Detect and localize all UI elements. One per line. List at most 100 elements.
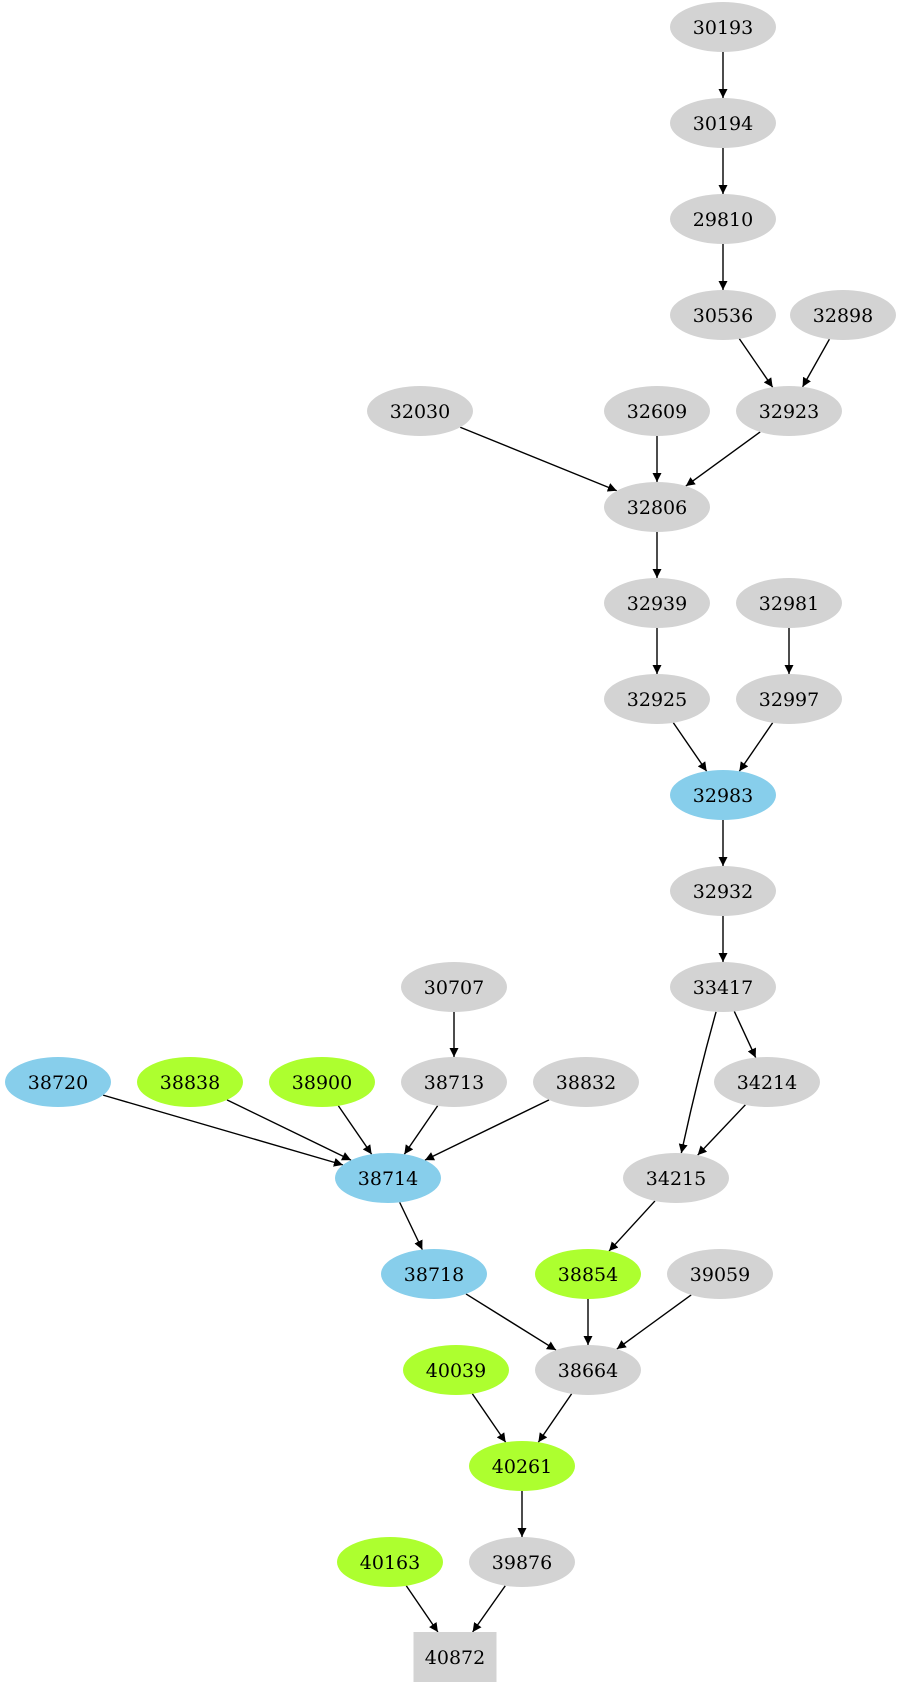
node-box (413, 1632, 497, 1682)
node-ellipse (736, 674, 842, 724)
node-32932[interactable]: 32932 (670, 866, 776, 916)
node-label: 34215 (646, 1168, 706, 1190)
node-ellipse (604, 482, 710, 532)
node-38838[interactable]: 38838 (137, 1057, 243, 1107)
edge-39876-40872 (472, 1585, 506, 1633)
node-32898[interactable]: 32898 (790, 290, 896, 340)
node-39059[interactable]: 39059 (667, 1249, 773, 1299)
node-30707[interactable]: 30707 (401, 962, 507, 1012)
edge-38664-40261 (537, 1393, 573, 1443)
node-label: 38838 (160, 1072, 220, 1094)
node-ellipse (790, 290, 896, 340)
edge-38720-38714 (102, 1094, 344, 1167)
node-ellipse (670, 194, 776, 244)
node-40039[interactable]: 40039 (403, 1345, 509, 1395)
edge-38838-38714 (226, 1099, 352, 1161)
node-38720[interactable]: 38720 (5, 1057, 111, 1107)
node-label: 38854 (558, 1264, 618, 1286)
edge-34215-38854 (608, 1200, 656, 1252)
node-34215[interactable]: 34215 (623, 1153, 729, 1203)
node-label: 39876 (492, 1552, 552, 1574)
node-label: 32806 (627, 497, 687, 519)
node-label: 40039 (426, 1360, 486, 1382)
node-label: 32932 (693, 881, 753, 903)
node-38832[interactable]: 38832 (533, 1057, 639, 1107)
edge-40039-40261 (471, 1393, 507, 1443)
node-ellipse (469, 1441, 575, 1491)
node-32609[interactable]: 32609 (604, 386, 710, 436)
edge-32923-32806 (685, 431, 761, 487)
node-label: 30193 (693, 17, 753, 39)
node-ellipse (604, 386, 710, 436)
node-label: 32939 (627, 593, 687, 615)
node-32030[interactable]: 32030 (367, 386, 473, 436)
node-38854[interactable]: 38854 (535, 1249, 641, 1299)
node-30193[interactable]: 30193 (670, 2, 776, 52)
edge-38713-38714 (403, 1105, 439, 1155)
node-32939[interactable]: 32939 (604, 578, 710, 628)
node-ellipse (5, 1057, 111, 1107)
node-label: 32997 (759, 689, 819, 711)
node-40163[interactable]: 40163 (337, 1537, 443, 1587)
edge-39059-38664 (616, 1294, 692, 1350)
node-ellipse (736, 386, 842, 436)
node-32806[interactable]: 32806 (604, 482, 710, 532)
node-30194[interactable]: 30194 (670, 98, 776, 148)
node-label: 30536 (693, 305, 753, 327)
node-38713[interactable]: 38713 (401, 1057, 507, 1107)
node-34214[interactable]: 34214 (714, 1057, 820, 1107)
node-ellipse (714, 1057, 820, 1107)
edge-33417-34215 (678, 1011, 717, 1154)
node-33417[interactable]: 33417 (670, 962, 776, 1012)
node-38718[interactable]: 38718 (381, 1249, 487, 1299)
node-ellipse (535, 1345, 641, 1395)
node-label: 39059 (690, 1264, 750, 1286)
node-label: 30707 (424, 977, 484, 999)
node-32981[interactable]: 32981 (736, 578, 842, 628)
node-label: 33417 (693, 977, 753, 999)
node-ellipse (367, 386, 473, 436)
node-32983[interactable]: 32983 (670, 770, 776, 820)
node-38714[interactable]: 38714 (335, 1153, 441, 1203)
node-40261[interactable]: 40261 (469, 1441, 575, 1491)
edge-34214-34215 (697, 1104, 746, 1156)
node-label: 30194 (693, 113, 753, 135)
node-ellipse (667, 1249, 773, 1299)
node-ellipse (670, 770, 776, 820)
edge-32030-32806 (459, 426, 618, 492)
edge-32925-32983 (672, 722, 708, 772)
edges-layer (102, 52, 831, 1633)
node-ellipse (269, 1057, 375, 1107)
node-38664[interactable]: 38664 (535, 1345, 641, 1395)
node-ellipse (736, 578, 842, 628)
node-ellipse (335, 1153, 441, 1203)
node-39876[interactable]: 39876 (469, 1537, 575, 1587)
edge-30536-32923 (738, 338, 774, 388)
node-label: 32609 (627, 401, 687, 423)
node-32997[interactable]: 32997 (736, 674, 842, 724)
node-32925[interactable]: 32925 (604, 674, 710, 724)
edge-32898-32923 (801, 338, 831, 388)
node-32923[interactable]: 32923 (736, 386, 842, 436)
node-29810[interactable]: 29810 (670, 194, 776, 244)
node-ellipse (401, 1057, 507, 1107)
node-ellipse (670, 866, 776, 916)
edge-38714-38718 (399, 1202, 423, 1250)
node-ellipse (623, 1153, 729, 1203)
node-label: 38664 (558, 1360, 618, 1382)
node-40872[interactable]: 40872 (413, 1632, 497, 1682)
node-ellipse (535, 1249, 641, 1299)
node-30536[interactable]: 30536 (670, 290, 776, 340)
edge-38718-38664 (465, 1293, 557, 1351)
node-label: 38720 (28, 1072, 88, 1094)
node-label: 32030 (390, 401, 450, 423)
nodes-layer: 30193 30194 29810 30536 32898 32030 32609 32923… (5, 2, 896, 1682)
node-ellipse (469, 1537, 575, 1587)
node-38900[interactable]: 38900 (269, 1057, 375, 1107)
node-label: 40261 (492, 1456, 552, 1478)
node-label: 38714 (358, 1168, 418, 1190)
edge-33417-34214 (733, 1011, 757, 1058)
node-ellipse (670, 98, 776, 148)
node-label: 40163 (360, 1552, 420, 1574)
